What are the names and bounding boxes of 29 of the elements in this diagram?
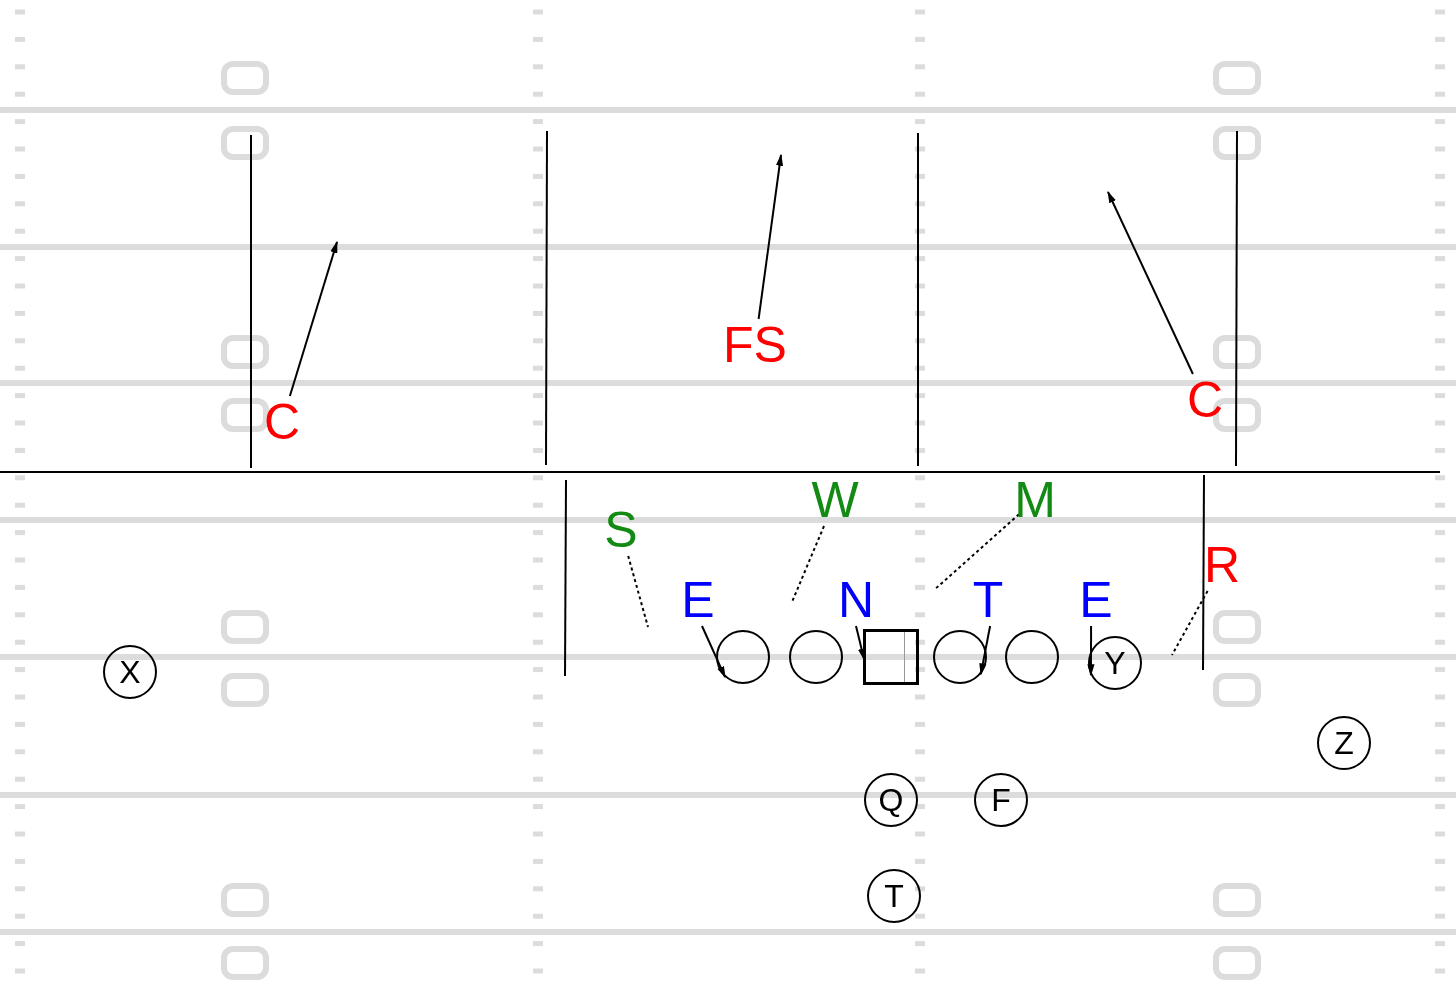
player-label: W: [811, 475, 859, 525]
player-circle: [789, 630, 843, 684]
player-circle: X: [103, 645, 157, 699]
player-circle: Z: [1317, 716, 1371, 770]
player-circle: Y: [1088, 636, 1142, 690]
player-label: E: [1079, 575, 1113, 625]
arrow: [1107, 190, 1194, 375]
player-label: M: [1014, 475, 1056, 525]
player-label: R: [1203, 540, 1241, 590]
player-circle: F: [974, 773, 1028, 827]
center-square: [863, 629, 919, 685]
arrow: [288, 240, 338, 397]
player-circle: Q: [864, 773, 918, 827]
arrow: [757, 153, 784, 320]
dotted-line: [791, 525, 825, 603]
player-label: E: [681, 575, 715, 625]
player-circle: [716, 630, 770, 684]
player-label: C: [1186, 375, 1224, 425]
dotted-line: [1171, 590, 1209, 656]
player-label: C: [263, 397, 301, 447]
dotted-line: [627, 555, 649, 628]
player-circle: [933, 630, 987, 684]
dotted-line: [933, 513, 1020, 591]
player-label: N: [837, 575, 875, 625]
player-label: T: [972, 575, 1004, 625]
player-label: S: [604, 505, 638, 555]
player-circle: [1005, 630, 1059, 684]
player-label: FS: [723, 320, 787, 370]
player-circle: T: [867, 869, 921, 923]
